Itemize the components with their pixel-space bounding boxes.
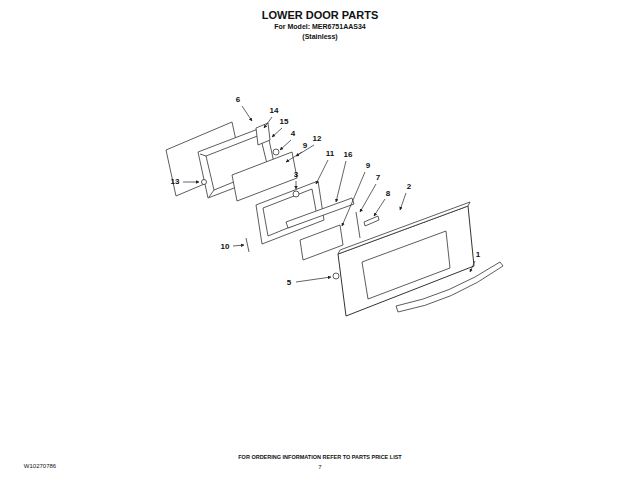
callout-number: 13	[171, 178, 180, 186]
callout-number: 16	[344, 151, 353, 159]
callout-number: 11	[326, 150, 334, 158]
screw	[273, 149, 279, 155]
callout-number: 5	[287, 279, 291, 287]
finish-note: (Stainless)	[302, 33, 337, 40]
bumper	[333, 273, 339, 279]
rod	[356, 212, 360, 238]
callout-number: 15	[280, 118, 289, 126]
pin	[246, 238, 249, 252]
leader-lines	[183, 106, 475, 282]
footer-note: FOR ORDERING INFORMATION REFER TO PARTS …	[238, 455, 401, 461]
callout-number: 7	[376, 174, 380, 182]
callout-number: 4	[291, 130, 295, 138]
callout-number: 9	[303, 142, 307, 150]
screw	[293, 191, 299, 197]
callout-number: 8	[386, 190, 390, 198]
callout-number: 2	[407, 183, 411, 191]
callout-number: 9	[366, 162, 370, 170]
diagram-title: LOWER DOOR PARTS	[262, 10, 379, 21]
document-number: W10270786	[24, 463, 56, 469]
door-window	[362, 231, 450, 299]
callout-number: 10	[221, 243, 230, 251]
glass	[300, 225, 343, 260]
callout-number: 14	[270, 107, 279, 115]
callout-number: 6	[236, 96, 240, 104]
page-number: 7	[318, 464, 321, 470]
badge	[364, 216, 379, 226]
door-frame-opening	[263, 189, 317, 236]
handle	[396, 262, 503, 312]
vent-strip	[286, 198, 354, 228]
outer-door	[338, 206, 474, 316]
callout-number: 1	[476, 251, 480, 259]
callout-number: 12	[313, 135, 322, 143]
callout-number: 3	[294, 171, 298, 179]
screw	[202, 180, 207, 185]
hinge	[256, 123, 270, 145]
model-number: For Model: MER6751AAS34	[274, 23, 365, 30]
